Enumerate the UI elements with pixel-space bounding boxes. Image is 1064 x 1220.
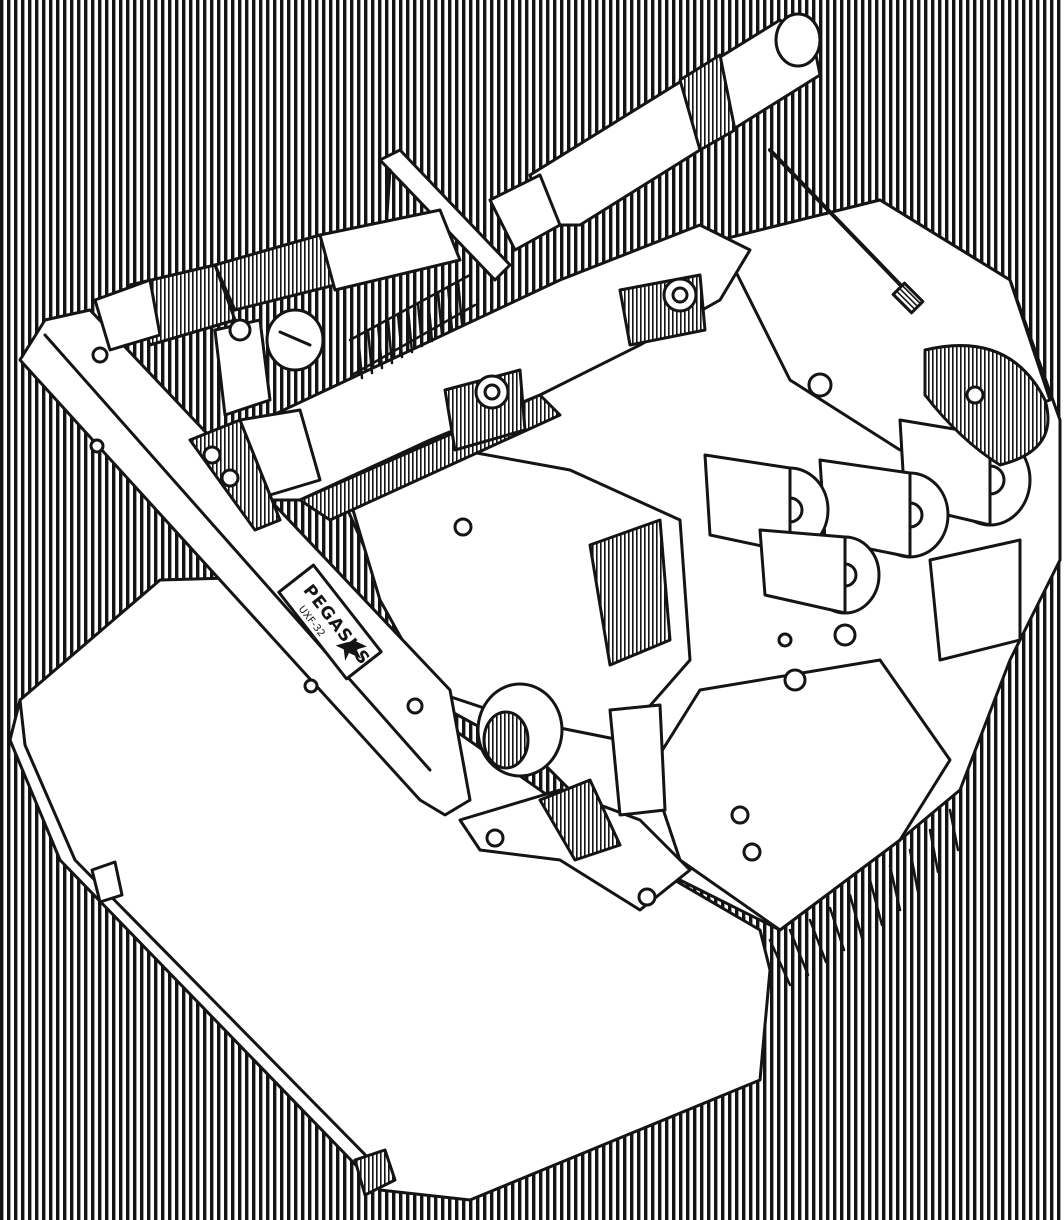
left-clamp-face [93,278,162,352]
body-screw [833,623,857,647]
body-screw [453,517,473,537]
pulley-wheel [923,344,1050,467]
rail-screw [91,346,109,364]
bracket-screw [202,445,222,465]
side-panel [928,538,1022,662]
base-side-catch [90,860,124,904]
presser-foot [538,778,622,862]
rail-screw [303,678,319,694]
body-screw [783,668,807,692]
handle-grip [318,208,462,292]
cylinder-band [678,53,737,152]
knob-screw [228,318,252,342]
pegasus-logo-icon [335,640,367,661]
bracket-screw [220,468,240,488]
base-foot-knob [353,1148,397,1197]
hex-bolt-left [443,368,527,452]
rail-screw [89,438,105,454]
feed-roller [476,682,564,778]
linkage-bracket [378,148,512,282]
body-screw [730,805,750,825]
throat-plate-screw [485,828,505,848]
rail-screw [406,697,424,715]
throat-plate-screw [637,887,657,907]
pulley-hole [965,385,985,405]
body-screw [807,372,833,398]
lower-link [238,408,322,497]
body-screw [777,632,793,648]
body-screw [742,842,762,862]
cooling-fins [768,808,960,987]
dial-barrel [758,528,847,615]
compression-spring [348,273,477,380]
knob-slot [278,330,312,347]
looper-dials [703,418,1032,615]
rod-connector [891,281,925,315]
tension-rod [768,148,917,302]
feed-arm-bar [218,223,752,502]
base-plate-edge [18,698,392,1182]
casting-window [588,518,672,667]
needle-bar [608,703,667,817]
cylinder-end-cap [774,12,822,68]
cylinder-piston [488,173,562,252]
hex-bolt-right [618,273,707,347]
rail-inner-edge [43,333,432,772]
